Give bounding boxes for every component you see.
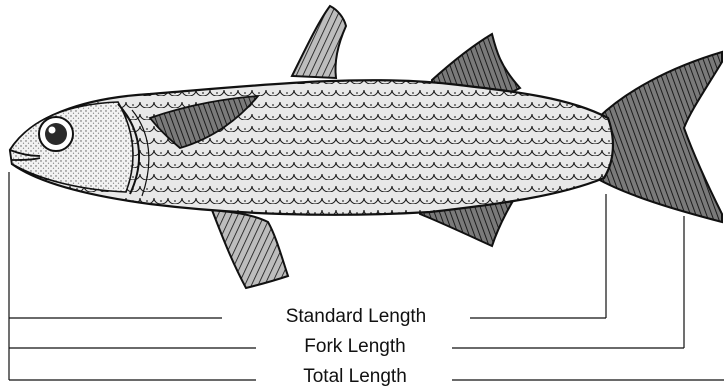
first-dorsal-fin [292,6,346,78]
caudal-fin [596,52,722,222]
standard-length-label: Standard Length [286,306,427,327]
fish-illustration [10,6,722,288]
total-length-label: Total Length [303,366,407,387]
pelvic-fin [212,210,288,288]
fish-head [10,102,133,192]
fork-length-label: Fork Length [304,336,405,357]
fish-eye [39,117,73,151]
